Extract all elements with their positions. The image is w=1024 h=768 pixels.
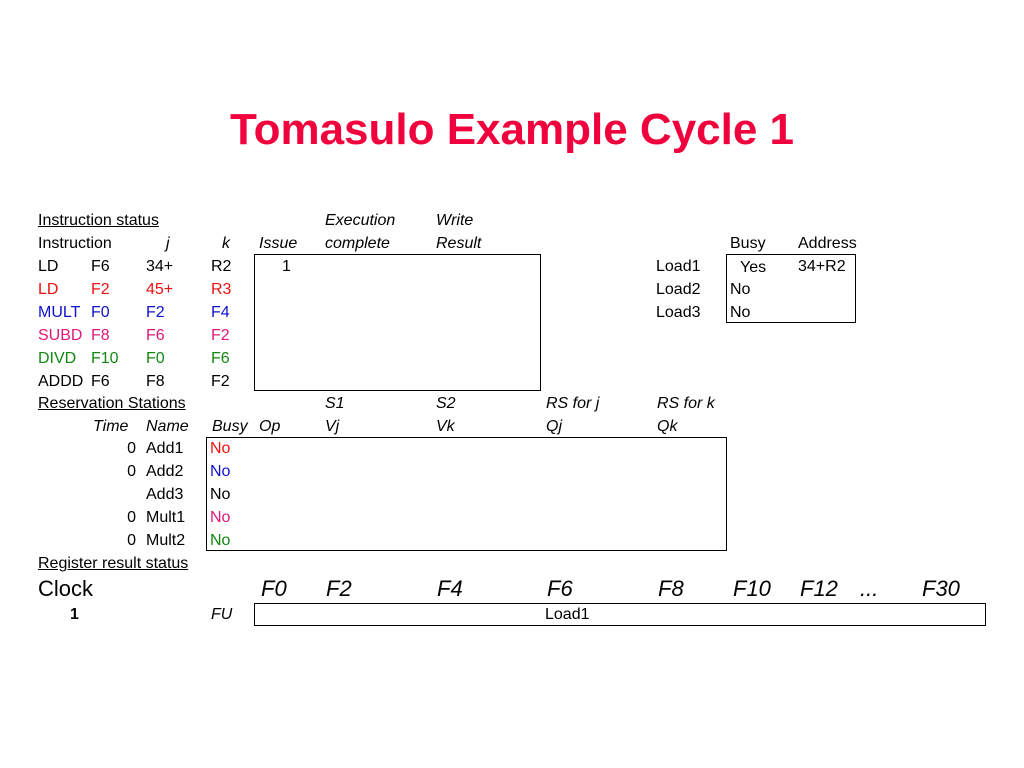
reg-label: F2 [326, 576, 352, 601]
instr-op: ADDD [38, 373, 84, 390]
instr-k: R2 [211, 258, 232, 275]
reg-label: F10 [733, 576, 771, 601]
instr-op: SUBD [38, 327, 83, 344]
instr-dest: F8 [91, 327, 110, 344]
instr-j: F2 [146, 304, 165, 321]
reg-label: F30 [922, 576, 960, 601]
col-name-label: Name [146, 418, 189, 435]
col-s2-label: S2 [436, 395, 456, 412]
col-k-label: k [222, 235, 230, 252]
col-qj-label: Qj [546, 418, 562, 435]
load-address-label: Address [798, 235, 857, 252]
instr-k: R3 [211, 281, 232, 298]
reg-label: F12 [800, 576, 838, 601]
instr-j: 45+ [146, 281, 174, 298]
load-buffer-box [726, 254, 856, 323]
reservation-stations-heading: Reservation Stations [38, 395, 186, 412]
rs-busy: No [210, 463, 231, 480]
load-name: Load3 [656, 304, 701, 321]
instr-k: F6 [211, 350, 230, 367]
col-s1-label: S1 [325, 395, 345, 412]
clock-label: Clock [38, 576, 94, 601]
col-busy-label: Busy [212, 418, 248, 435]
reg-label: F0 [261, 576, 287, 601]
instr-k: F2 [211, 327, 230, 344]
rs-time: 0 [127, 440, 136, 457]
fu-label: FU [211, 606, 233, 623]
instr-op: LD [38, 281, 59, 298]
instr-dest: F10 [91, 350, 119, 367]
instr-op: MULT [38, 304, 81, 321]
load-name: Load2 [656, 281, 701, 298]
col-j-label: j [166, 235, 170, 252]
rs-time: 0 [127, 463, 136, 480]
clock-value: 1 [70, 606, 79, 623]
col-instruction-label: Instruction [38, 235, 112, 252]
load-busy: No [730, 304, 751, 321]
rs-name: Mult1 [146, 509, 186, 526]
col-rsk-label: RS for k [657, 395, 715, 412]
col-complete-label: complete [325, 235, 390, 252]
instr-j: 34+ [146, 258, 174, 275]
reg-label: F8 [658, 576, 684, 601]
instr-op: DIVD [38, 350, 77, 367]
col-execution-label: Execution [325, 212, 396, 229]
instr-dest: F0 [91, 304, 110, 321]
instruction-status-heading: Instruction status [38, 212, 159, 229]
instr-k: F4 [211, 304, 230, 321]
rs-name: Add1 [146, 440, 184, 457]
col-issue-label: Issue [259, 235, 298, 252]
fu-value: Load1 [545, 606, 590, 623]
rs-time: 0 [127, 509, 136, 526]
col-vj-label: Vj [325, 418, 340, 435]
col-vk-label: Vk [436, 418, 455, 435]
rs-name: Mult2 [146, 532, 186, 549]
instr-dest: F6 [91, 373, 110, 390]
instr-j: F6 [146, 327, 165, 344]
col-write-label: Write [436, 212, 474, 229]
col-rsj-label: RS for j [546, 395, 600, 412]
reg-label: ... [860, 576, 879, 601]
register-status-heading: Register result status [38, 555, 189, 572]
reg-label: F6 [547, 576, 573, 601]
rs-name: Add3 [146, 486, 184, 503]
col-qk-label: Qk [657, 418, 678, 435]
instr-dest: F6 [91, 258, 110, 275]
fu-row-box [254, 603, 986, 626]
load-address: 34+R2 [798, 258, 846, 275]
instr-j: F8 [146, 373, 165, 390]
instr-issue: 1 [282, 258, 291, 275]
slide-title: Tomasulo Example Cycle 1 [229, 105, 795, 154]
rs-name: Add2 [146, 463, 184, 480]
instr-k: F2 [211, 373, 230, 390]
rs-busy: No [210, 532, 231, 549]
load-busy: Yes [740, 259, 767, 276]
instr-dest: F2 [91, 281, 110, 298]
reg-label: F4 [437, 576, 463, 601]
col-op-label: Op [259, 418, 281, 435]
instr-op: LD [38, 258, 59, 275]
load-name: Load1 [656, 258, 701, 275]
rs-busy: No [210, 509, 231, 526]
instr-j: F0 [146, 350, 165, 367]
rs-busy: No [210, 440, 231, 457]
col-result-label: Result [436, 235, 482, 252]
col-time-label: Time [93, 418, 129, 435]
rs-time: 0 [127, 532, 136, 549]
load-busy: No [730, 281, 751, 298]
instruction-status-box [254, 254, 541, 391]
rs-busy: No [210, 486, 231, 503]
reservation-stations-box [206, 437, 727, 551]
load-busy-label: Busy [730, 235, 766, 252]
